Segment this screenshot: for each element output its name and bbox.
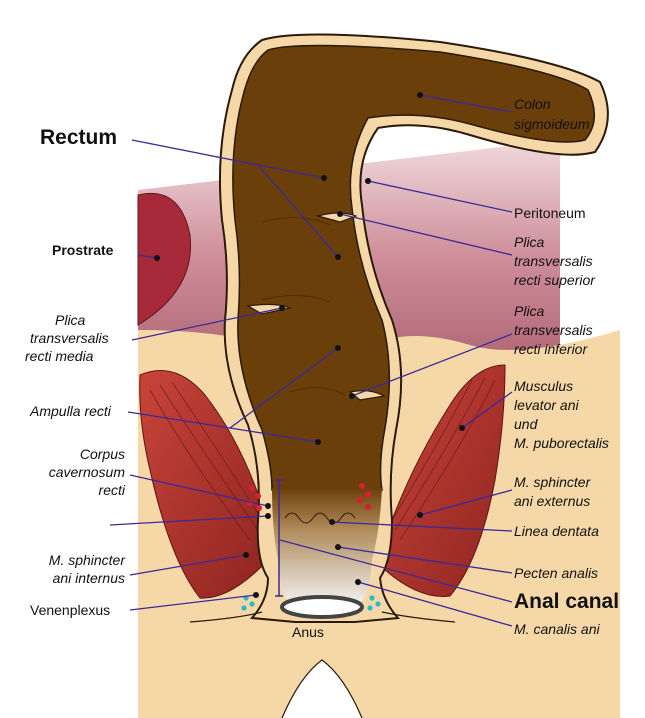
label-anal-canal: Anal canal — [514, 590, 619, 614]
label-rectum: Rectum — [40, 126, 117, 150]
label-levator-3: und — [514, 416, 537, 433]
label-corpus-1: Corpus — [40, 446, 125, 463]
label-sphincter-externus-2: ani externus — [514, 493, 590, 510]
label-peritoneum: Peritoneum — [514, 205, 586, 222]
label-canalis-ani: M. canalis ani — [514, 621, 600, 638]
label-ampulla: Ampulla recti — [30, 403, 111, 420]
label-plica-superior-2: transversalis — [514, 253, 593, 270]
label-levator-4: M. puborectalis — [514, 435, 609, 452]
label-sphincter-internus-2: ani internus — [20, 570, 125, 587]
label-plica-inferior-3: recti inferior — [514, 341, 587, 358]
label-plica-media-2: transversalis — [30, 330, 109, 347]
label-anus: Anus — [292, 624, 324, 641]
label-corpus-2: cavernosum — [40, 464, 125, 481]
label-colon-1: Colon — [514, 96, 551, 113]
label-levator-1: Musculus — [514, 378, 573, 395]
label-plica-inferior-2: transversalis — [514, 322, 593, 339]
label-corpus-3: recti — [40, 482, 125, 499]
label-sphincter-externus-1: M. sphincter — [514, 474, 590, 491]
label-plica-media-1: Plica — [55, 312, 85, 329]
label-plica-inferior-1: Plica — [514, 303, 544, 320]
label-pecten-analis: Pecten analis — [514, 565, 598, 582]
label-prostrate: Prostrate — [52, 242, 113, 259]
label-colon-2: sigmoideum — [514, 116, 589, 133]
label-linea-dentata: Linea dentata — [514, 523, 599, 540]
label-venenplexus: Venenplexus — [30, 602, 110, 619]
label-sphincter-internus-1: M. sphincter — [20, 552, 125, 569]
label-plica-media-3: recti media — [25, 348, 93, 365]
label-levator-2: levator ani — [514, 397, 579, 414]
label-plica-superior-1: Plica — [514, 234, 544, 251]
anus-opening — [282, 597, 362, 617]
label-plica-superior-3: recti superior — [514, 272, 595, 289]
